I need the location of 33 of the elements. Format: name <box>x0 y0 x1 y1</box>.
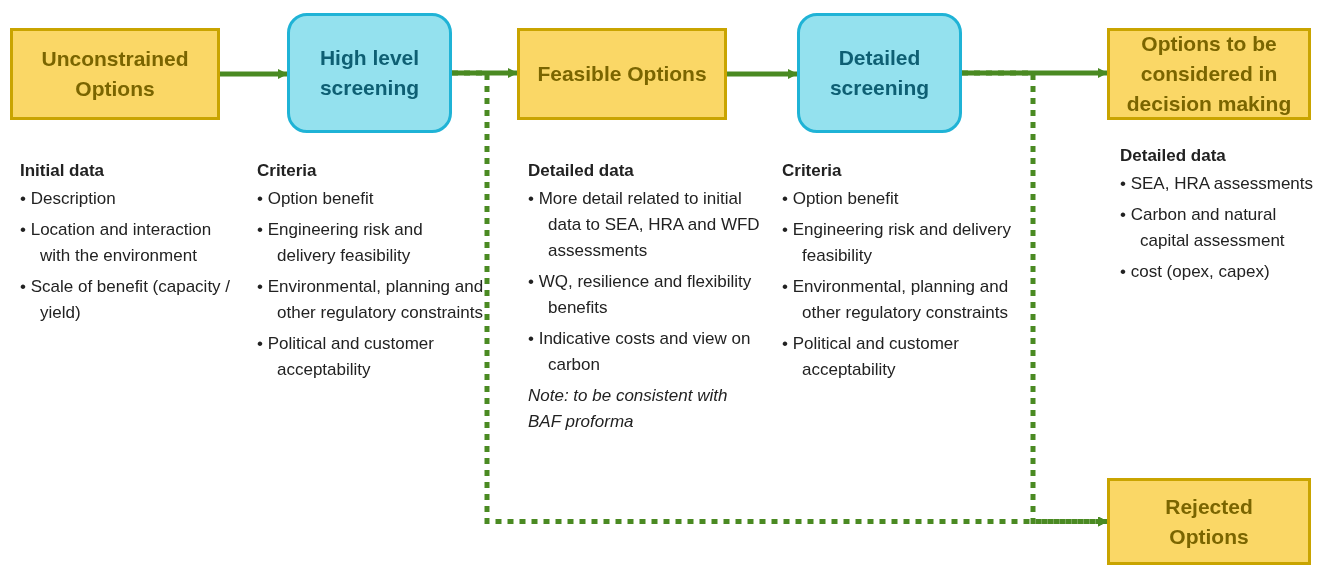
screening-box: High level screening <box>287 13 452 133</box>
bullet-item: • More detail related to initial data to SEA, HRA and WFD assessments <box>528 188 760 262</box>
arrow <box>727 69 798 79</box>
bullet-item: • Political and customer acceptability <box>782 333 960 381</box>
bullet-item: • cost (opex, capex) <box>1120 261 1271 283</box>
options-box: Feasible Options <box>517 28 727 120</box>
bullet-item: • Political and customer acceptability <box>257 333 435 381</box>
bullet-item: • Option benefit <box>782 188 900 210</box>
bullet-item: • Indicative costs and view on carbon <box>528 328 752 376</box>
list-heading: Initial data <box>20 160 106 182</box>
bullet-item: • Environmental, planning and other regulatory constraints <box>257 276 485 324</box>
arrow <box>220 69 288 79</box>
list-heading: Detailed data <box>1120 145 1227 167</box>
bullet-item: • WQ, resilience and flexibility benefits <box>528 271 753 319</box>
screening-box: Detailed screening <box>797 13 962 133</box>
bullet-item: • SEA, HRA assessments <box>1120 173 1315 195</box>
bullet-item: • Scale of benefit (capacity / yield) <box>20 276 232 324</box>
bullet-item: • Carbon and natural capital assessment <box>1120 204 1286 252</box>
bullet-item: • Location and interaction with the environment <box>20 219 213 267</box>
options-box: Rejected Options <box>1107 478 1311 565</box>
bullet-item: • Option benefit <box>257 188 375 210</box>
list-heading: Criteria <box>257 160 318 182</box>
options-box: Unconstrained Options <box>10 28 220 120</box>
arrow <box>962 68 1108 78</box>
bullet-item: • Engineering risk and delivery feasibility <box>782 219 1012 267</box>
bullet-item: • Description <box>20 188 117 210</box>
bullet-item: • Engineering risk and delivery feasibility <box>257 219 424 267</box>
list-heading: Detailed data <box>528 160 635 182</box>
arrow <box>452 68 518 78</box>
note-text: Note: to be consistent with BAF proforma <box>528 385 729 433</box>
options-box: Options to be considered in decision making <box>1107 28 1311 120</box>
bullet-item: • Environmental, planning and other regulatory constraints <box>782 276 1010 324</box>
list-heading: Criteria <box>782 160 843 182</box>
